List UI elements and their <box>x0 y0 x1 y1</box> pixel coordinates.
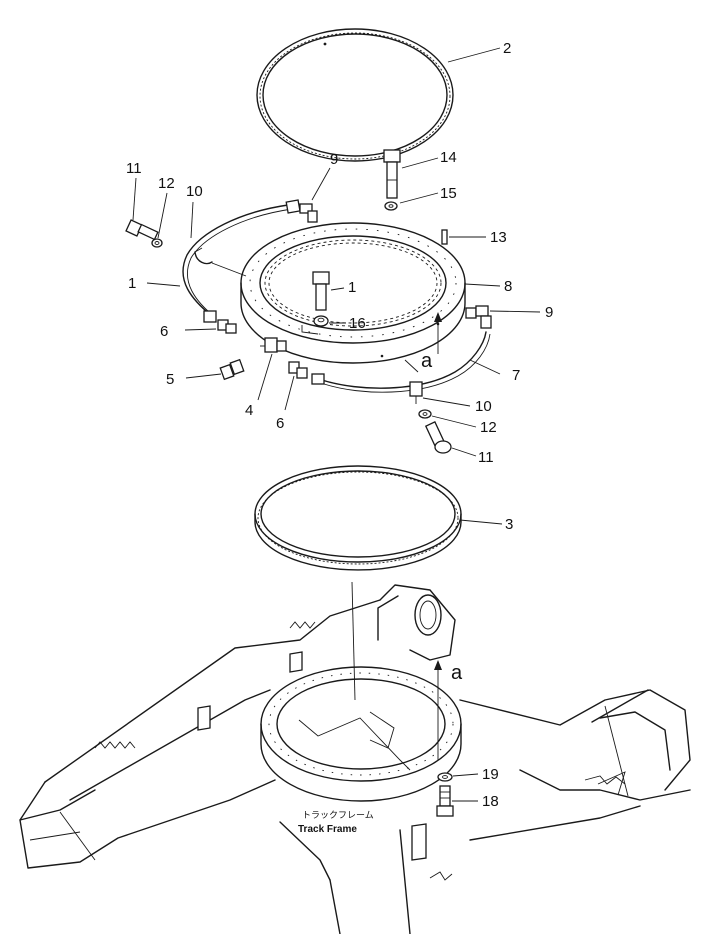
callout-5: 5 <box>166 371 174 388</box>
clamp-10-lower <box>409 381 423 404</box>
grease-hose-7 <box>321 331 491 393</box>
callout-11-upper: 11 <box>126 160 142 177</box>
seal-ring-top <box>256 28 454 162</box>
callout-14: 14 <box>440 149 457 166</box>
grease-hose-8 <box>182 204 293 319</box>
grease-fitting-5 <box>219 358 245 381</box>
callout-3: 3 <box>505 516 513 533</box>
washer-19 <box>437 772 453 782</box>
callout-8: 1 <box>128 275 136 292</box>
callout-9-upper: 9 <box>330 151 338 168</box>
frame-caption-english: Track Frame <box>298 824 357 835</box>
fitting-6-lower <box>288 361 308 379</box>
fitting-block-4 <box>260 337 287 353</box>
frame-caption-japanese: トラックフレーム <box>302 810 374 821</box>
callout-2: 2 <box>503 40 511 57</box>
bolt-11-upper <box>125 219 159 241</box>
washer-12-lower <box>418 409 432 419</box>
callout-12-upper: 12 <box>158 175 175 192</box>
bolt-14 <box>383 149 401 199</box>
elbow-fitting-9-right <box>465 305 492 329</box>
swing-circle <box>240 222 466 373</box>
bolt-16 <box>312 271 330 311</box>
callout-19: 19 <box>482 766 499 783</box>
reference-mark-upper: a <box>421 350 433 372</box>
callout-1: 8 <box>504 278 512 295</box>
callout-6-lower: 6 <box>276 415 284 432</box>
callout-16: 1 <box>348 279 356 296</box>
reference-mark-lower: a <box>451 662 463 684</box>
reference-arrow-upper <box>434 312 442 354</box>
callout-9-right: 9 <box>545 304 553 321</box>
callout-13: 13 <box>490 229 507 246</box>
callout-10-lower: 10 <box>475 398 492 415</box>
callout-11-lower: 11 <box>478 449 494 466</box>
callout-15: 15 <box>440 185 457 202</box>
seal-ring-bottom <box>254 465 462 571</box>
bolt-11-lower <box>424 421 452 454</box>
callout-4: 4 <box>245 402 253 419</box>
callout-10-upper: 10 <box>186 183 203 200</box>
fitting-6-left <box>203 310 237 334</box>
callout-7: 7 <box>512 367 520 384</box>
hose-end-fitting <box>311 373 325 385</box>
callout-12-lower: 12 <box>480 419 497 436</box>
pin-13 <box>441 229 448 245</box>
clamp-10-upper <box>194 247 213 265</box>
callout-18: 18 <box>482 793 499 810</box>
elbow-fitting-9-upper <box>285 199 318 223</box>
washer-12-upper <box>151 238 163 248</box>
reference-arrow-lower <box>434 660 442 760</box>
callout-17: 16 <box>349 315 366 332</box>
track-frame <box>19 584 691 934</box>
washer-17 <box>313 315 329 327</box>
callout-6-left: 6 <box>160 323 168 340</box>
bolt-18 <box>436 785 454 817</box>
washer-15 <box>384 201 398 211</box>
